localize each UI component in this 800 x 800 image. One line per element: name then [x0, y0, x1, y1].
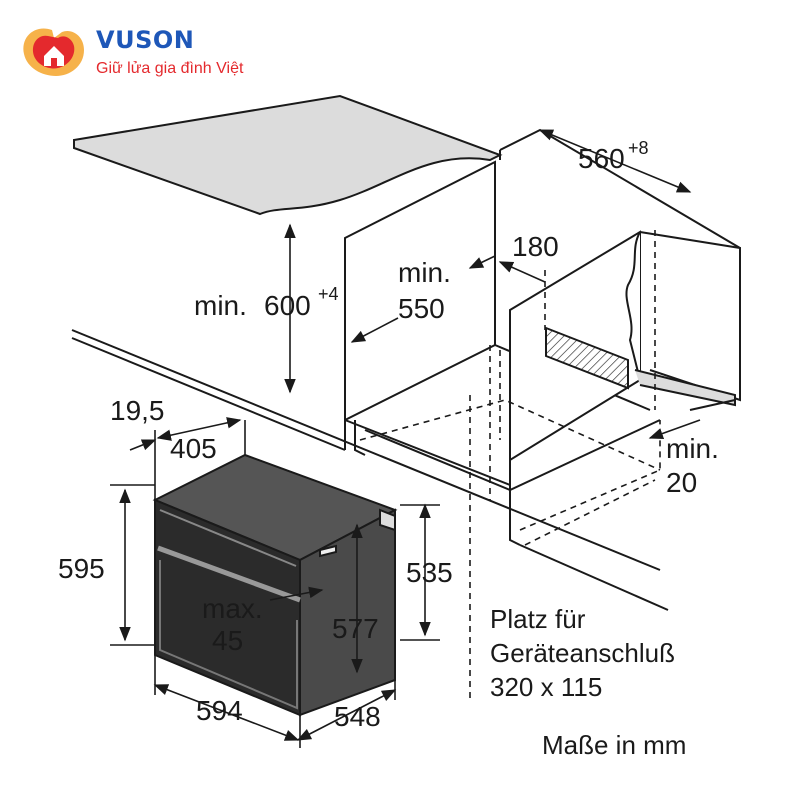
- brand-name: VUSON: [96, 26, 195, 54]
- brand-tagline: Giữ lửa gia đình Việt: [96, 60, 244, 77]
- side-panel: [344, 160, 496, 422]
- overhang-prefix: max.: [202, 593, 263, 624]
- units-note: Maße in mm: [542, 730, 686, 760]
- oven-drawing: [152, 453, 398, 717]
- gap-min-prefix: min.: [666, 433, 719, 464]
- gap-min-value: 20: [666, 467, 697, 498]
- overhang-value: 45: [212, 625, 243, 656]
- oven-height-label: 595: [58, 553, 105, 584]
- connection-note-line2: Geräteanschluß: [490, 638, 675, 668]
- vent-depth-label: 180: [512, 231, 559, 262]
- height-min-prefix: min.: [194, 290, 247, 321]
- front-offset-label: 19,5: [110, 395, 165, 426]
- connection-note-line1: Platz für: [490, 604, 586, 634]
- house-heart-icon: [23, 28, 84, 76]
- inner-height-label: 577: [332, 613, 379, 644]
- oven-width-label: 594: [196, 695, 243, 726]
- body-height-label: 535: [406, 557, 453, 588]
- handle-depth-label: 405: [170, 433, 217, 464]
- oven-depth-label: 548: [334, 701, 381, 732]
- hidden-lines: [359, 230, 661, 700]
- worktop: [73, 94, 503, 216]
- height-tolerance: +4: [318, 284, 339, 304]
- depth-min-prefix: min.: [398, 257, 451, 288]
- depth-min-value: 550: [398, 293, 445, 324]
- dimension-lines: [110, 129, 701, 748]
- connection-note-line3: 320 x 115: [490, 672, 602, 702]
- height-min-value: 600: [264, 290, 311, 321]
- niche-width-tolerance: +8: [628, 138, 649, 158]
- oven-handle: [157, 545, 301, 603]
- niche-width-label: 560: [578, 143, 625, 174]
- vent-opening: [545, 326, 629, 390]
